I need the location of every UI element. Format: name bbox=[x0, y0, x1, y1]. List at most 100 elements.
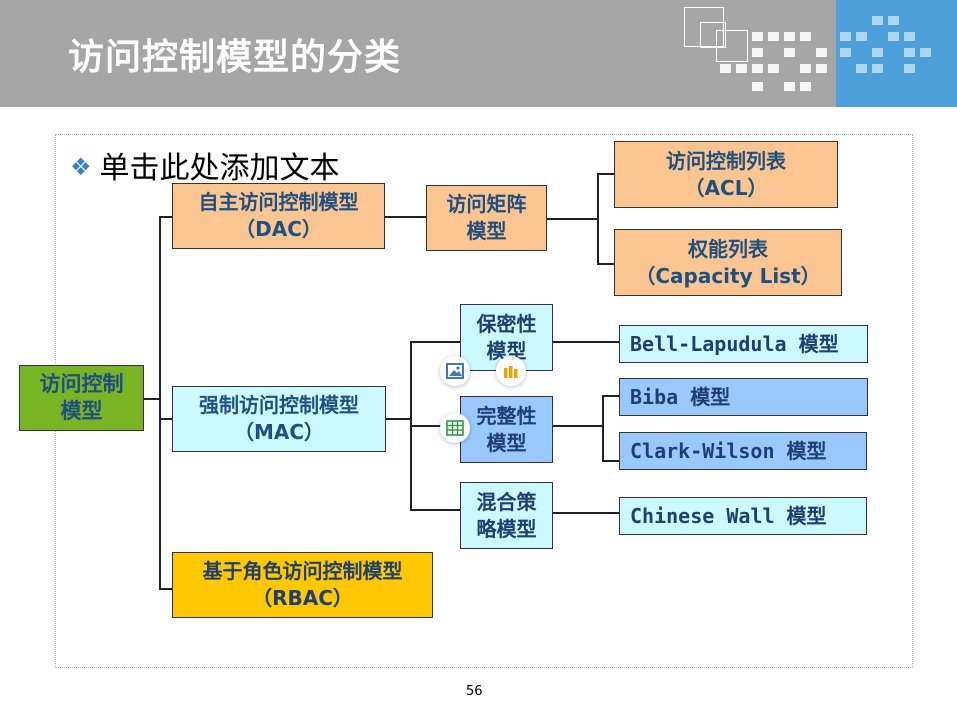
deco-square bbox=[856, 32, 867, 41]
connector-line bbox=[410, 425, 460, 427]
connector-line bbox=[597, 173, 599, 265]
connector-line bbox=[144, 398, 160, 400]
deco-square bbox=[736, 64, 747, 73]
deco-square bbox=[784, 32, 795, 41]
slide-header: 访问控制模型的分类 bbox=[0, 0, 957, 107]
connector-line bbox=[385, 216, 426, 218]
node-rbac[interactable]: 基于角色访问控制模型 （RBAC） bbox=[172, 552, 433, 618]
node-text: 访问控制 bbox=[39, 372, 124, 396]
deco-square bbox=[752, 64, 763, 73]
node-text: 完整性 bbox=[476, 403, 537, 428]
node-text: 保密性 bbox=[476, 311, 537, 336]
connector-line bbox=[159, 216, 161, 590]
node-clark-wilson[interactable]: Clark-Wilson 模型 bbox=[619, 432, 867, 470]
deco-square bbox=[856, 64, 867, 73]
node-capability-list[interactable]: 权能列表 （Capacity List） bbox=[614, 229, 842, 296]
slide-title: 访问控制模型的分类 bbox=[68, 37, 402, 78]
node-hybrid-policy-model[interactable]: 混合策 略模型 bbox=[460, 482, 553, 549]
bullet-text: 单击此处添加文本 bbox=[99, 151, 340, 186]
connector-line bbox=[553, 512, 619, 514]
connector-line bbox=[410, 509, 460, 511]
node-text: 略模型 bbox=[476, 516, 537, 541]
connector-line bbox=[553, 341, 619, 343]
deco-square bbox=[800, 32, 811, 41]
node-bell-lapudula[interactable]: Bell-Lapudula 模型 bbox=[619, 325, 868, 363]
deco-square bbox=[888, 32, 899, 41]
deco-square bbox=[768, 32, 779, 41]
deco-square bbox=[872, 64, 883, 73]
deco-square-outline bbox=[684, 7, 724, 47]
node-text: 模型 bbox=[486, 430, 527, 455]
node-text: Chinese Wall 模型 bbox=[630, 503, 827, 528]
node-text: （DAC） bbox=[235, 217, 322, 241]
deco-square bbox=[752, 48, 763, 57]
node-text: Clark-Wilson 模型 bbox=[630, 438, 827, 463]
node-integrity-model[interactable]: 完整性 模型 bbox=[460, 396, 553, 463]
deco-square bbox=[800, 82, 811, 91]
deco-square bbox=[720, 64, 731, 73]
deco-square bbox=[752, 32, 763, 41]
deco-square bbox=[920, 48, 931, 57]
connector-line bbox=[159, 418, 172, 420]
deco-square bbox=[768, 64, 779, 73]
node-text: 模型 bbox=[466, 219, 507, 243]
node-access-matrix-model[interactable]: 访问矩阵 模型 bbox=[426, 185, 547, 251]
deco-square bbox=[904, 48, 915, 57]
connector-line bbox=[159, 216, 172, 218]
bullet-text-placeholder[interactable]: ❖单击此处添加文本 bbox=[70, 143, 340, 187]
connector-line bbox=[602, 395, 604, 462]
deco-square-outline bbox=[700, 22, 726, 48]
deco-square bbox=[872, 48, 883, 57]
node-dac[interactable]: 自主访问控制模型 （DAC） bbox=[172, 183, 385, 249]
node-access-control-model[interactable]: 访问控制 模型 bbox=[19, 365, 144, 431]
connector-line bbox=[410, 341, 460, 343]
node-text: 访问控制列表 bbox=[666, 148, 786, 173]
deco-square bbox=[888, 16, 899, 25]
connector-line bbox=[602, 460, 619, 462]
deco-square bbox=[904, 64, 915, 73]
node-text: 混合策 bbox=[476, 489, 537, 514]
insert-table-icon[interactable] bbox=[440, 413, 470, 443]
node-text: 权能列表 bbox=[688, 236, 768, 261]
deco-square bbox=[816, 48, 827, 57]
node-mac[interactable]: 强制访问控制模型 （MAC） bbox=[172, 386, 386, 452]
connector-line bbox=[597, 263, 614, 265]
deco-square bbox=[800, 64, 811, 73]
page-number: 56 bbox=[466, 684, 483, 699]
node-text: 模型 bbox=[60, 399, 103, 423]
node-text: （RBAC） bbox=[252, 586, 353, 610]
node-confidentiality-model[interactable]: 保密性 模型 bbox=[460, 304, 553, 371]
node-text: 访问矩阵 bbox=[446, 192, 527, 216]
deco-square bbox=[872, 16, 883, 25]
node-text: （ACL） bbox=[684, 175, 768, 200]
deco-square bbox=[784, 48, 795, 57]
bar-chart-icon bbox=[504, 366, 518, 378]
connector-line bbox=[553, 425, 603, 427]
node-text: Biba 模型 bbox=[630, 384, 731, 409]
deco-square bbox=[784, 82, 795, 91]
deco-square bbox=[752, 82, 763, 91]
node-text: 基于角色访问控制模型 bbox=[202, 559, 403, 583]
node-text: （MAC） bbox=[233, 420, 325, 444]
connector-line bbox=[602, 395, 619, 397]
node-text: 强制访问控制模型 bbox=[199, 393, 359, 417]
connector-line bbox=[547, 218, 597, 220]
node-text: 自主访问控制模型 bbox=[198, 190, 359, 214]
deco-square bbox=[816, 64, 827, 73]
connector-line bbox=[159, 588, 172, 590]
node-text: Bell-Lapudula 模型 bbox=[630, 331, 839, 356]
table-icon bbox=[446, 420, 464, 436]
insert-chart-icon[interactable] bbox=[496, 356, 526, 386]
image-icon bbox=[446, 363, 464, 379]
node-text: （Capacity List） bbox=[635, 263, 821, 288]
deco-square bbox=[840, 48, 851, 57]
deco-square-outline bbox=[716, 30, 748, 62]
deco-square bbox=[840, 32, 851, 41]
node-acl[interactable]: 访问控制列表 （ACL） bbox=[614, 141, 838, 208]
diamond-bullet-icon: ❖ bbox=[70, 153, 92, 181]
node-chinese-wall[interactable]: Chinese Wall 模型 bbox=[619, 497, 867, 535]
node-biba[interactable]: Biba 模型 bbox=[619, 378, 868, 416]
insert-image-icon[interactable] bbox=[440, 356, 470, 386]
deco-square bbox=[904, 32, 915, 41]
connector-line bbox=[597, 173, 614, 175]
